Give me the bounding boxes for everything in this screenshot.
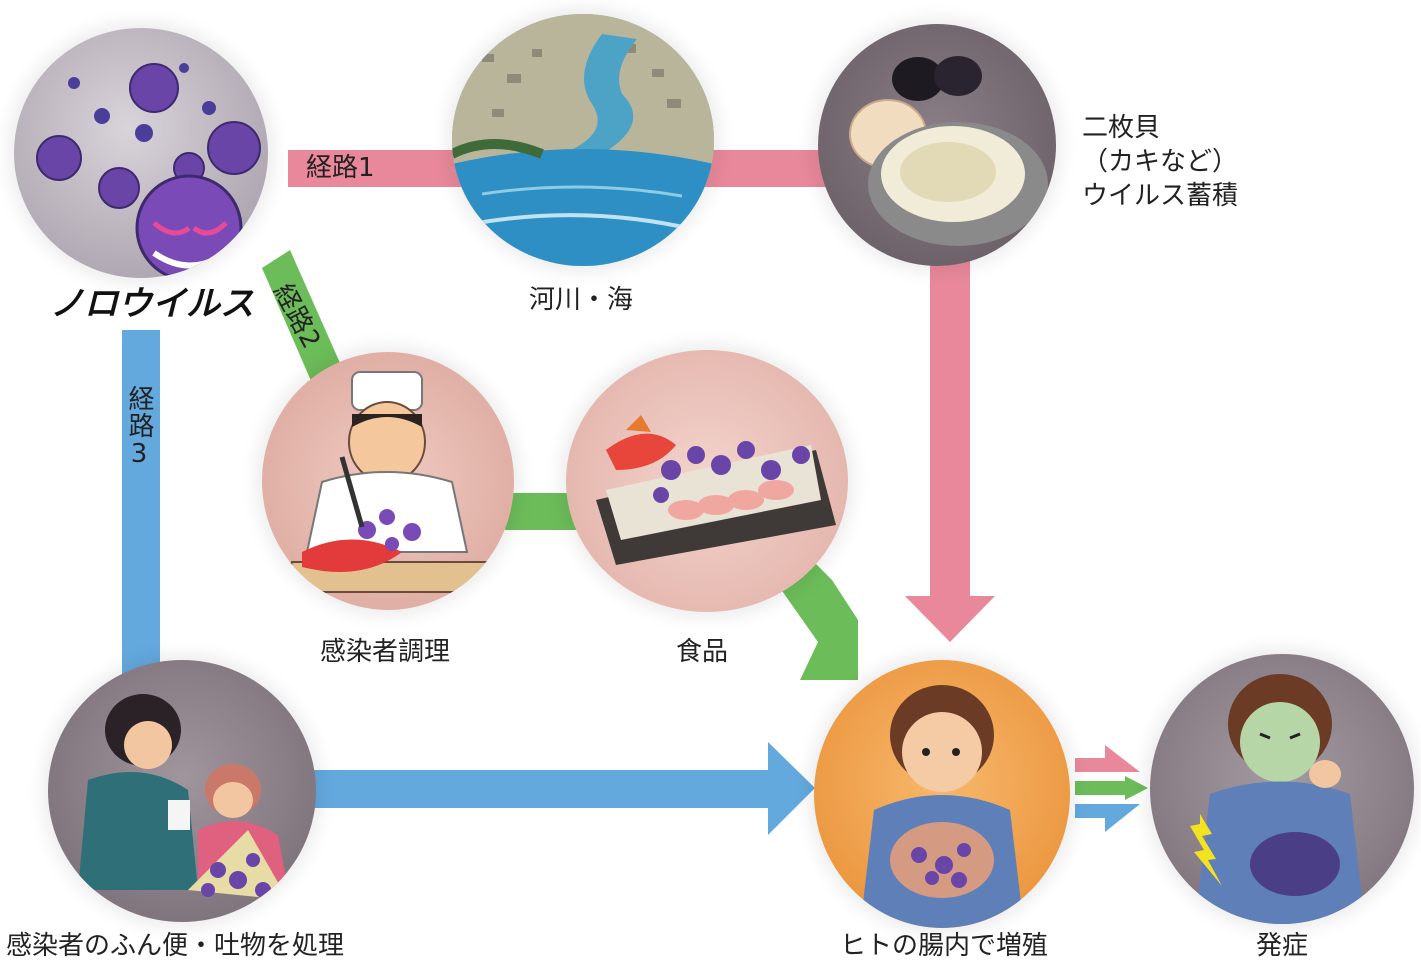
route3-arrowhead-intestine (768, 742, 815, 835)
river-label: 河川・海 (529, 285, 634, 315)
route3-band-virus-down (122, 330, 160, 675)
virus-cluster-illustration-icon (36, 63, 261, 278)
boy-holding-stomach-illustration-icon (860, 685, 1024, 928)
route2-arrow-food-intestine (780, 560, 858, 680)
route3-label: 経路3 (124, 385, 154, 470)
onset-arrowhead-green (1125, 776, 1148, 800)
waste-circle (48, 660, 316, 922)
route3-band-waste-intestine (308, 770, 773, 808)
chef-cutting-fish-illustration-icon (280, 371, 509, 593)
person-cleaning-vomit-illustration-icon (78, 694, 288, 900)
route1-band-virus-river (288, 150, 478, 187)
onset-arrowhead-blue (1105, 804, 1140, 832)
oyster-clam-illustration-icon (849, 56, 1048, 246)
cook-circle (262, 352, 514, 610)
route1-arrowhead-intestine (905, 596, 995, 642)
route1-label: 経路1 (306, 153, 375, 183)
waste-label: 感染者のふん便・吐物を処理 (6, 931, 345, 961)
onset-circle (1150, 654, 1414, 924)
river-circle (452, 14, 714, 266)
shellfish-label: 二枚貝 （カキなど） ウイルス蓄積 (1082, 112, 1238, 213)
onset-label: 発症 (1256, 931, 1309, 961)
onset-arrow-green (1075, 781, 1135, 795)
sashimi-plate-illustration-icon (596, 415, 836, 565)
food-label: 食品 (676, 637, 729, 667)
sick-boy-illustration-icon (1190, 674, 1365, 924)
shellfish-label-line3: ウイルス蓄積 (1082, 180, 1239, 211)
shellfish-circle (818, 24, 1056, 266)
intestine-label: ヒトの腸内で増殖 (840, 931, 1049, 961)
shellfish-label-line1: 二枚貝 (1082, 113, 1161, 143)
food-circle (566, 350, 848, 612)
shellfish-label-line2: （カキなど） (1082, 146, 1239, 177)
route1-band-shellfish-down (930, 260, 970, 600)
river-to-sea-illustration-icon (452, 14, 714, 266)
route2-band-virus-cook (262, 250, 344, 390)
virus-title: ノロウイルス (50, 284, 254, 324)
virus-circle (14, 28, 268, 278)
cook-label: 感染者調理 (320, 637, 451, 667)
intestine-circle (814, 660, 1070, 928)
route1-band-river-shellfish (700, 150, 830, 187)
onset-arrowhead-pink (1105, 745, 1140, 772)
